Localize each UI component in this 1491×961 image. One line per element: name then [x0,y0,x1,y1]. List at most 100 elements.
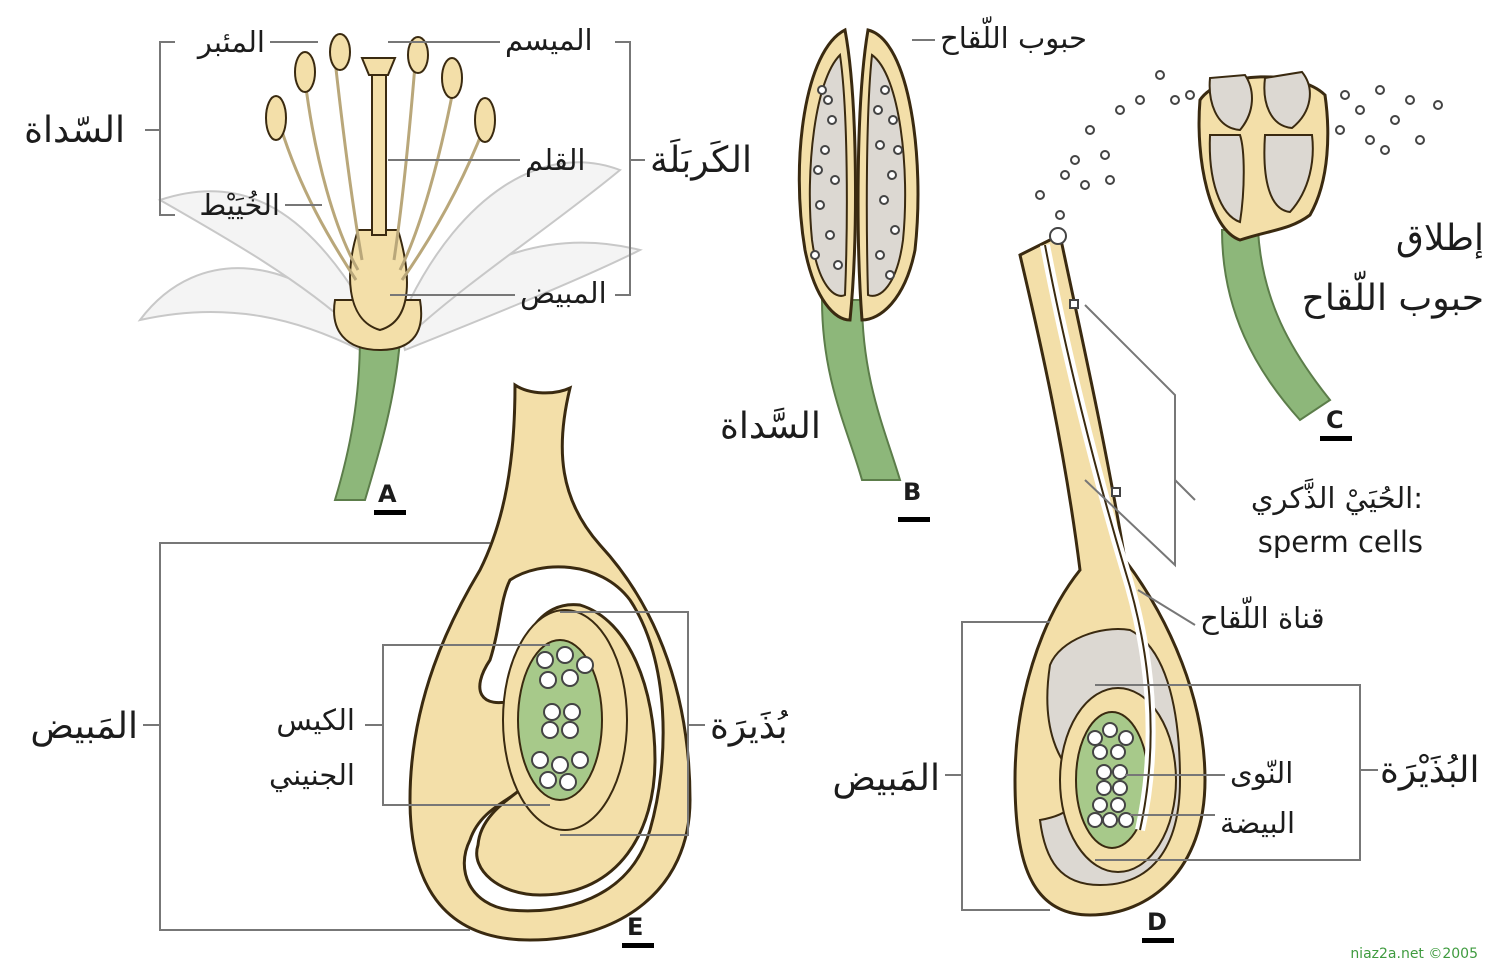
stigma-shape [362,58,395,75]
sperm-label-arabic: الحُيَيْ الذَّكري: [1251,478,1423,516]
panel-b-letter: B [903,478,921,506]
stamen-label: السّداة [24,110,125,151]
anther [266,96,286,140]
anther [330,34,350,70]
pollen-grain [894,146,902,154]
released-pollen-grain [1391,116,1399,124]
ovary-label: المبيض [520,276,607,310]
released-pollen-grain [1171,96,1179,104]
embryo-sac-label-2: الجنيني [269,758,355,793]
released-pollen-grain [1116,106,1124,114]
ovary-label-d: المَبيض [832,758,940,799]
panel-a-letter: A [378,480,397,508]
panel-a-flower: السّداة المئبر الخُيَيْط الميسم القلم ال… [24,23,752,515]
embryo-sac-nucleus [1097,765,1111,779]
pollen-grain-on-stigma [1050,228,1066,244]
pollen-release-label-2: حبوب اللّقاح [1302,270,1484,319]
egg-label: البيضة [1220,806,1295,840]
pollen-grain [876,251,884,259]
pollen-release-label-1: إطلاق [1396,218,1484,259]
pollen-grain [818,86,826,94]
embryo-sac-nucleus [564,704,580,720]
embryo-sac-nucleus [1088,813,1102,827]
released-pollen-grain [1381,146,1389,154]
stamen-bracket [145,42,175,215]
pollen-grain [831,176,839,184]
embryo-sac-nucleus [537,652,553,668]
embryo-sac-nucleus [1111,745,1125,759]
panel-c-pollen-release: إطلاق حبوب اللّقاح C [1036,71,1484,441]
released-pollen-grain [1081,181,1089,189]
pollen-grains-label: حبوب اللّقاح [940,17,1087,55]
embryo-sac-nucleus [572,752,588,768]
panel-a-underline [374,510,406,515]
released-pollen-grain [1036,191,1044,199]
pollen-grain [874,106,882,114]
carpel-label: الكَربَلَة [650,138,752,181]
pollen-grain [891,226,899,234]
embryo-sac-nucleus [1113,781,1127,795]
pollen-grain [826,231,834,239]
released-pollen-grain [1106,176,1114,184]
pollen-grain [824,96,832,104]
embryo-sac-nucleus [1093,745,1107,759]
embryo-sac-nucleus [1111,798,1125,812]
released-pollen-grain [1434,101,1442,109]
released-pollen-grain [1061,171,1069,179]
embryo-sac-nucleus [1103,813,1117,827]
pollen-tube-label: قناة اللّقاح [1200,597,1325,635]
pollen-grain [880,196,888,204]
pollen-grain [834,261,842,269]
pollen-grain [816,201,824,209]
pollen-grain [814,166,822,174]
released-pollen-grain [1086,126,1094,134]
released-pollen-grain [1336,126,1344,134]
stigma-label: الميسم [505,23,593,58]
style-label: القلم [525,143,585,178]
pollen-grain [876,141,884,149]
filament-stalk [822,300,900,480]
anther [475,98,495,142]
sperm-cell [1112,488,1120,496]
released-pollen-grain [1341,91,1349,99]
pollen-grain [881,86,889,94]
embryo-sac-nucleus [562,670,578,686]
embryo-sac-nucleus [1088,731,1102,745]
released-pollen-grain [1366,136,1374,144]
pollen-grain [889,116,897,124]
embryo-sac-nucleus [560,774,576,790]
released-pollen-grain [1071,156,1079,164]
released-pollen-grain [1356,106,1364,114]
released-pollen-grain [1376,86,1384,94]
filament-label: الخُيَيْط [199,188,280,222]
released-pollen-grain [1156,71,1164,79]
panel-d-fertilization: الحُيَيْ الذَّكري: sperm cells قناة اللّ… [832,228,1479,943]
stamen-label-b: السَّداة [720,406,821,447]
embryo-sac-nucleus [577,657,593,673]
embryo-sac-nucleus [540,672,556,688]
embryo-sac-label-1: الكيس [276,703,355,737]
pollen-grain [888,171,896,179]
ovary-label-e: المَبيض [30,706,138,747]
sperm-label-english: sperm cells [1258,525,1423,559]
anther [295,52,315,92]
embryo-sac-nucleus [557,647,573,663]
panel-e-underline [622,943,654,948]
anther [442,58,462,98]
pollen-grain [828,116,836,124]
embryo-sac-nucleus [1097,781,1111,795]
embryo-sac-nucleus [1113,765,1127,779]
embryo-sac-nucleus [532,752,548,768]
embryo-sac-nucleus [1093,798,1107,812]
embryo-sac-nucleus [544,704,560,720]
embryo-sac-nucleus [552,757,568,773]
panel-c-underline [1320,436,1352,441]
panel-d-underline [1142,938,1174,943]
flower-stem [335,335,400,500]
embryo-sac-nucleus [1103,723,1117,737]
released-pollen-grain [1136,96,1144,104]
pollen-grain [886,271,894,279]
embryo-sac-nucleus [540,772,556,788]
embryo-sac-nucleus [562,722,578,738]
